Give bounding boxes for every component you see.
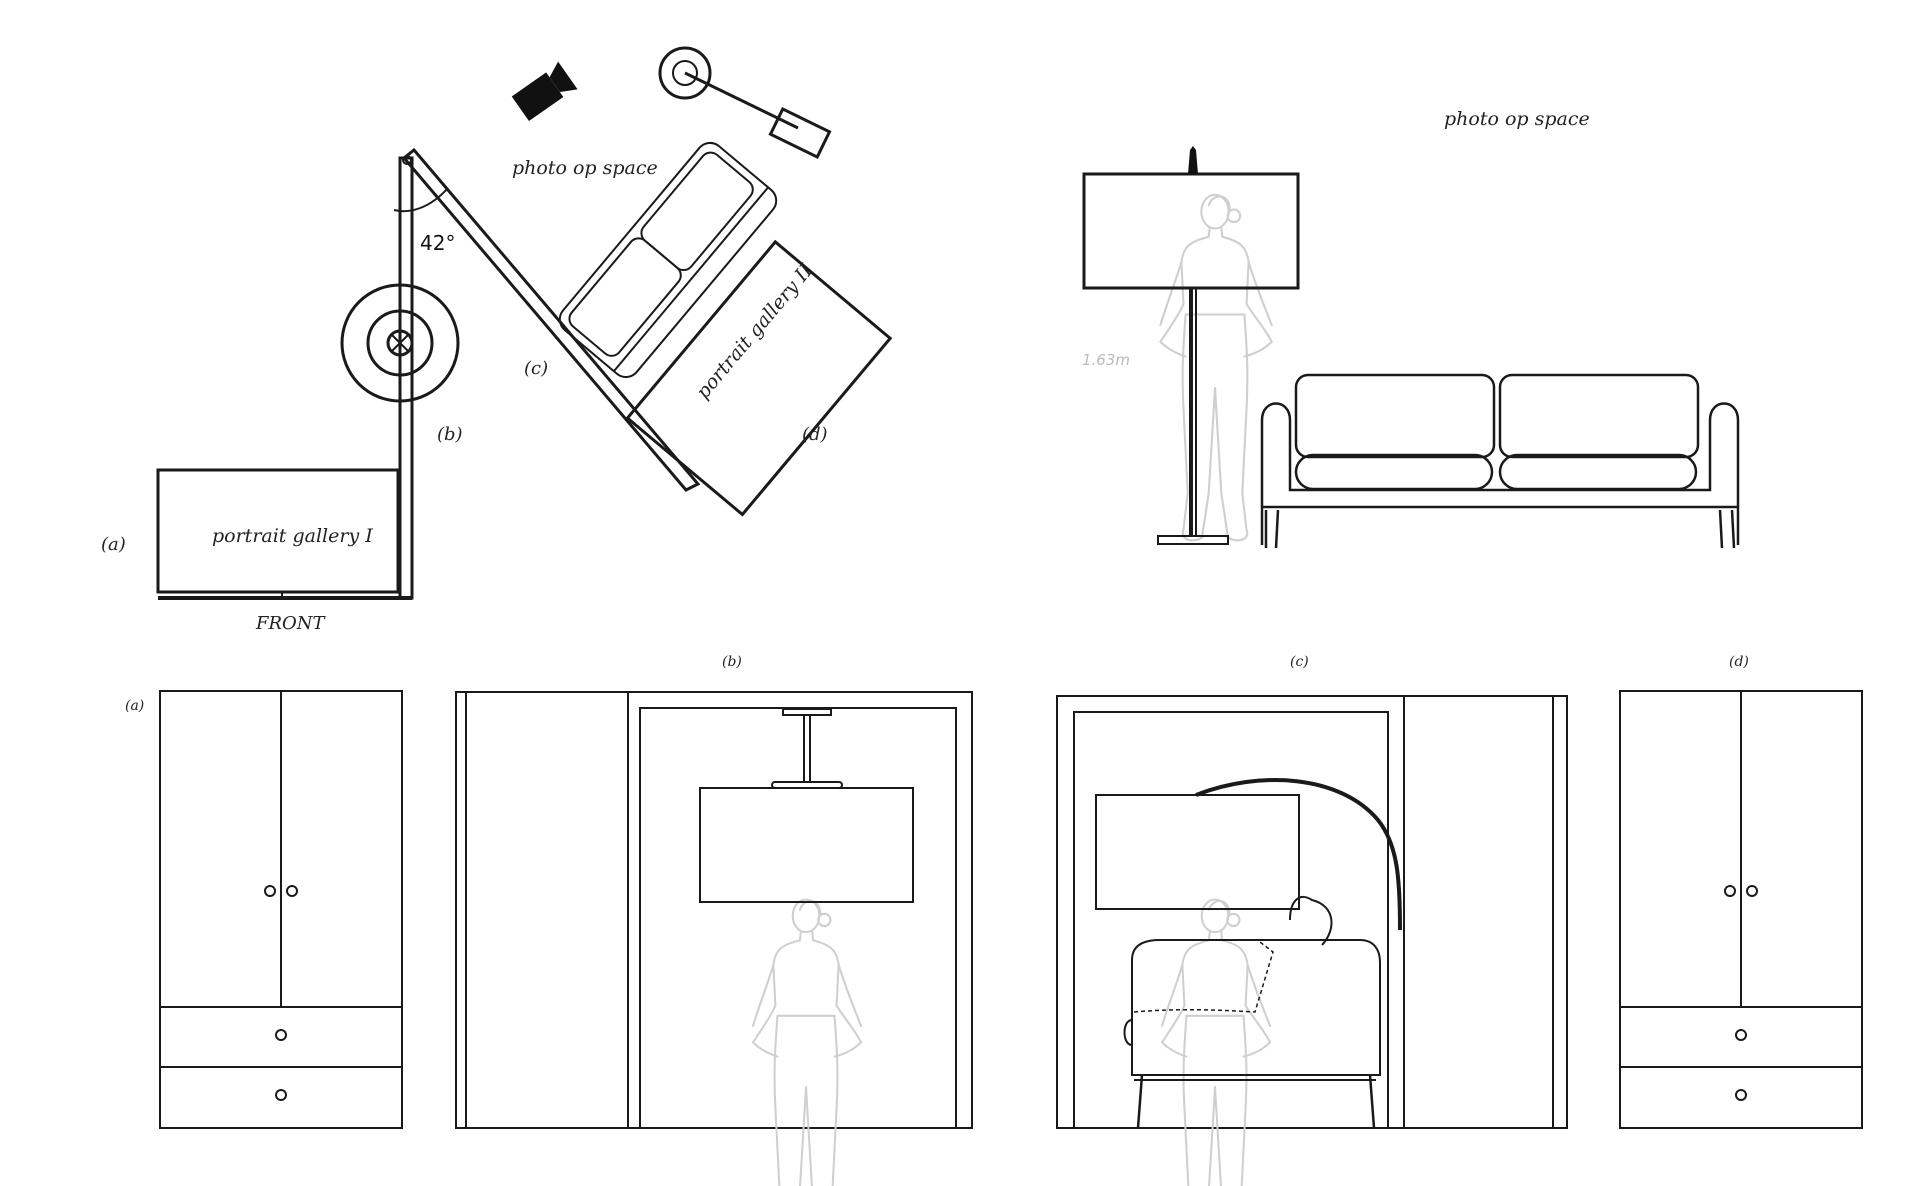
ceiling-fixture-icon [699, 708, 914, 903]
sofa-icon [1260, 373, 1740, 549]
plan-a-label: (a) [101, 534, 126, 555]
angle-label: 42° [420, 231, 455, 255]
gallery-1-box [156, 468, 400, 594]
photo-op-elevation: photo op space 1.63m [1082, 108, 1740, 549]
plan-photo-op-label: photo op space [512, 157, 658, 179]
wardrobe-icon [1619, 690, 1863, 1129]
elevation-a-label: (a) [125, 698, 144, 714]
plan-c-label: (c) [524, 358, 548, 379]
plan-gallery-2-label: portrait gallery II [692, 260, 817, 403]
floor-lamp-elevation-icon [1082, 146, 1300, 545]
camera-icon [511, 61, 578, 122]
elevation-b: (b) [455, 654, 973, 1186]
plan-b-label: (b) [437, 424, 463, 445]
plan-gallery-1-label: portrait gallery I [212, 525, 373, 547]
plan-view: 42° [101, 46, 893, 634]
plan-d-label: (d) [802, 424, 828, 445]
elevation-d-label: (d) [1729, 654, 1749, 670]
ceiling-fixture-icon [340, 283, 460, 403]
wall-b [398, 156, 414, 600]
elevation-b-label: (b) [722, 654, 742, 670]
armchair-icon [1123, 895, 1381, 1129]
sofa-plan-icon [558, 141, 778, 379]
floor-lamp-icon [658, 46, 832, 159]
elevation-c: (c) [1056, 654, 1568, 1186]
plan-front-label: FRONT [255, 613, 327, 634]
wardrobe-icon [159, 690, 403, 1129]
elevation-c-label: (c) [1290, 654, 1309, 670]
gallery-2-box [625, 239, 893, 517]
floor-lamp-icon [1095, 778, 1402, 931]
wall-c [401, 147, 701, 492]
elevation-photo-op-label: photo op space [1444, 108, 1590, 130]
height-label: 1.63m [1082, 351, 1130, 369]
